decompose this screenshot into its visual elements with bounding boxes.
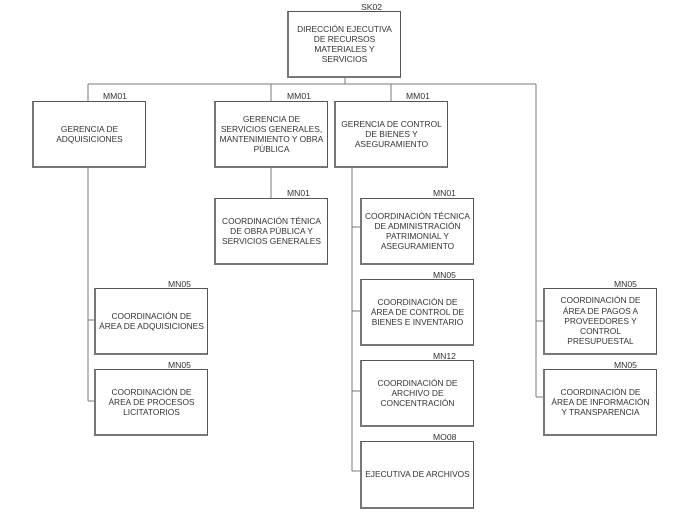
node-coord-admin-patrimonial[interactable]: COORDINACIÓN TÉCNICA DE ADMINISTRACIÓN P… <box>360 198 474 265</box>
node-code: MN05 <box>168 279 191 289</box>
node-title: COORDINACIÓN DE ÁREA DE PAGOS A PROVEEDO… <box>560 295 641 347</box>
node-coord-archivo-concentracion[interactable]: COORDINACIÓN DE ARCHIVO DE CONCENTRACIÓN <box>360 360 474 427</box>
node-code: MO08 <box>433 432 457 442</box>
node-title: GERENCIA DE ADQUISICIONES <box>56 123 123 144</box>
node-coord-procesos-licitatorios[interactable]: COORDINACIÓN DE ÁREA DE PROCESOS LICITAT… <box>94 369 208 436</box>
node-code: MN05 <box>614 360 637 370</box>
manager-code: MM01 <box>287 91 311 101</box>
node-coord-informacion-transparencia[interactable]: COORDINACIÓN DE ÁREA DE INFORMACIÓN Y TR… <box>543 369 657 436</box>
node-title: COORDINACIÓN TÉCNICA DE ADMINISTRACIÓN P… <box>365 210 471 252</box>
manager-code: MM01 <box>103 91 127 101</box>
node-code: MN01 <box>433 188 456 198</box>
node-ejecutiva-archivos[interactable]: EJECUTIVA DE ARCHIVOS <box>360 441 474 509</box>
node-title: COORDINACIÓN DE ÁREA DE ADQUISICIONES <box>99 310 204 331</box>
node-title: GERENCIA DE CONTROL DE BIENES Y ASEGURAM… <box>341 118 442 150</box>
node-code: MN12 <box>433 351 456 361</box>
node-code: MN01 <box>287 188 310 198</box>
node-root[interactable]: DIRECCIÓN EJECUTIVA DE RECURSOS MATERIAL… <box>287 11 401 78</box>
node-coord-adquisiciones[interactable]: COORDINACIÓN DE ÁREA DE ADQUISICIONES <box>94 288 208 355</box>
node-code: MN05 <box>168 360 191 370</box>
node-gerencia-adquisiciones[interactable]: GERENCIA DE ADQUISICIONES <box>32 101 146 168</box>
node-title: COORDINACIÓN DE ÁREA DE INFORMACIÓN Y TR… <box>551 386 650 418</box>
node-code: MN05 <box>614 279 637 289</box>
node-title: COORDINACIÓN DE ÁREA DE PROCESOS LICITAT… <box>108 386 195 418</box>
node-code: MN05 <box>433 270 456 280</box>
node-title: EJECUTIVA DE ARCHIVOS <box>365 469 470 480</box>
manager-code: MM01 <box>406 91 430 101</box>
node-gerencia-control-bienes[interactable]: GERENCIA DE CONTROL DE BIENES Y ASEGURAM… <box>334 101 448 168</box>
node-gerencia-servicios-generales[interactable]: GERENCIA DE SERVICIOS GENERALES, MANTENI… <box>214 101 328 168</box>
node-title: COORDINACIÓN DE ARCHIVO DE CONCENTRACIÓN <box>377 377 458 409</box>
node-coord-control-bienes[interactable]: COORDINACIÓN DE ÁREA DE CONTROL DE BIENE… <box>360 279 474 346</box>
node-coord-pagos-proveedores[interactable]: COORDINACIÓN DE ÁREA DE PAGOS A PROVEEDO… <box>543 288 657 355</box>
node-title: GERENCIA DE SERVICIOS GENERALES, MANTENI… <box>219 113 324 155</box>
root-code: SK02 <box>361 2 383 12</box>
root-title: DIRECCIÓN EJECUTIVA DE RECURSOS MATERIAL… <box>297 23 392 65</box>
node-title: COORDINACIÓN DE ÁREA DE CONTROL DE BIENE… <box>370 296 465 328</box>
node-coord-obra-publica[interactable]: COORDINACIÓN TÉNICA DE OBRA PÚBLICA Y SE… <box>214 198 328 265</box>
node-title: COORDINACIÓN TÉNICA DE OBRA PÚBLICA Y SE… <box>222 215 321 247</box>
